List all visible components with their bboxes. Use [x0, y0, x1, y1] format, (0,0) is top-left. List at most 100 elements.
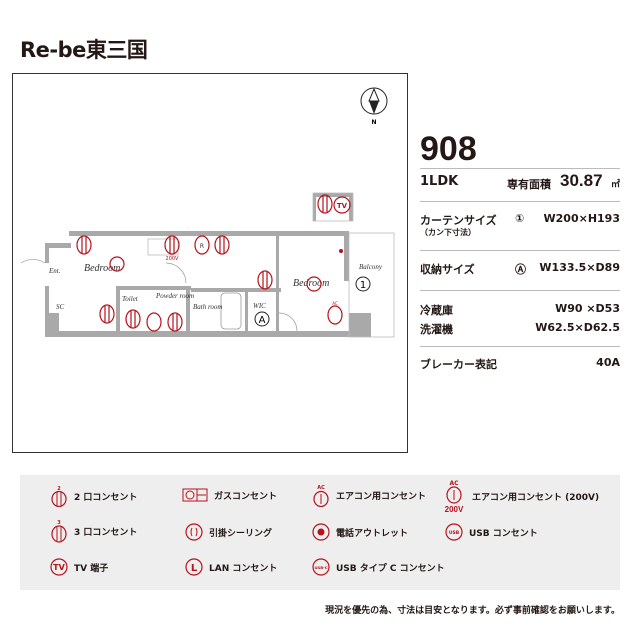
washer-label: 洗濯機 — [420, 323, 453, 336]
room-label-bath: Bath room — [193, 303, 223, 311]
area-value: 30.87 — [560, 171, 603, 190]
legend-label: 3 口コンセント — [74, 527, 138, 538]
curtain-mark-icon: 1 — [355, 276, 371, 292]
room-label-entrance: Ent. — [48, 267, 61, 275]
outlet-3-icon: 3 — [51, 520, 67, 543]
legend-item: AC エアコン用コンセント — [312, 483, 426, 507]
walls — [45, 193, 371, 337]
outlet-2-icon — [317, 194, 333, 214]
legend-item: USB USB コンセント — [445, 523, 538, 541]
breaker-value: 40A — [596, 356, 620, 369]
storage-mark: Ⓐ — [515, 263, 526, 276]
outlet-2-icon: 2 — [51, 486, 67, 507]
svg-text:TV: TV — [53, 563, 65, 572]
compass-icon: N — [360, 87, 388, 126]
ceiling-hook-icon — [109, 256, 322, 292]
fridge-label: 冷蔵庫 — [420, 304, 453, 317]
washer-value: W62.5×D62.5 — [535, 321, 620, 334]
legend-item: TV TV 端子 — [50, 558, 108, 576]
svg-text:USB-C: USB-C — [314, 565, 327, 570]
svg-text:AC: AC — [317, 485, 325, 491]
legend-item: 3 3 口コンセント — [50, 519, 137, 543]
svg-text:USB: USB — [449, 530, 460, 536]
storage-size-row: 収納サイズ Ⓐ W133.5×D89 — [420, 261, 620, 277]
curtain-size-value: W200×H193 — [543, 212, 620, 225]
divider — [420, 290, 620, 291]
curtain-size-row: カーテンサイズ ① W200×H193 （カン下寸法） — [420, 212, 620, 242]
divider — [420, 346, 620, 347]
200v-label: 200V — [166, 256, 180, 262]
divider — [420, 201, 620, 202]
phone-outlet-icon — [312, 523, 330, 541]
room-label-bedroom: Bedroom — [293, 278, 329, 289]
outlet-2-icon — [214, 235, 230, 255]
svg-text:L: L — [191, 563, 198, 574]
svg-text:2: 2 — [57, 486, 61, 492]
legend-item: USB-C USB タイプ C コンセント — [312, 558, 445, 576]
lan-outlet-icon: L — [185, 558, 203, 576]
storage-mark-icon: A — [254, 311, 270, 327]
svg-text:A: A — [259, 315, 266, 326]
legend-item: AC 200V エアコン用コンセント (200V) — [442, 478, 599, 514]
svg-text:AC: AC — [449, 480, 459, 487]
room-label-wic: WIC — [253, 302, 266, 310]
200v-label: 200V — [445, 505, 464, 514]
area-label: 専有面積 — [507, 178, 551, 191]
area-unit: ㎡ — [610, 180, 620, 190]
room-label-sc: SC — [56, 303, 65, 311]
gas-outlet-icon — [182, 488, 208, 502]
tv-terminal-icon — [333, 196, 351, 214]
fridge-value: W90 ×D53 — [555, 302, 620, 315]
tv-label: TV — [337, 202, 348, 210]
legend-label: TV 端子 — [74, 563, 109, 574]
outlet-2-icon — [125, 309, 141, 329]
breaker-row: ブレーカー表記 40A — [420, 356, 620, 372]
curtain-size-note: （カン下寸法） — [420, 228, 476, 237]
outlet-2-icon — [257, 270, 273, 290]
unit-type: 1LDK — [420, 174, 459, 189]
ac-outlet-200v-icon: AC 200V — [445, 480, 464, 514]
storage-size-value: W133.5×D89 — [539, 261, 620, 274]
page-title: Re-be東三国 — [20, 38, 148, 62]
floor-plan-frame: N Bedroom Bedroom Ent. SC Toilet Powder … — [12, 73, 408, 453]
legend-label: USB タイプ C コンセント — [336, 563, 445, 574]
appliance-rows: 冷蔵庫 W90 ×D53 洗濯機 W62.5×D62.5 — [420, 302, 620, 342]
legend-item: 2 2 口コンセント — [50, 485, 137, 507]
legend-label: 2 口コンセント — [74, 492, 138, 503]
legend-label: エアコン用コンセント (200V) — [472, 492, 600, 503]
divider — [420, 168, 620, 169]
room-label-balcony: Balcony — [359, 263, 383, 271]
ac-label: AC — [332, 301, 338, 306]
legend-label: 電話アウトレット — [336, 528, 409, 539]
room-number: 908 — [420, 130, 477, 168]
outlet-2-icon — [99, 304, 115, 324]
ac-outlet-icon: AC — [313, 485, 329, 507]
unit-summary: 1LDK 専有面積 30.87 ㎡ — [420, 171, 620, 196]
outlet-r-icon — [146, 235, 210, 332]
legend: 2 2 口コンセント ガスコンセント AC エアコン用コンセント AC 200V エアコ… — [20, 475, 620, 590]
outlet-2-icon — [76, 235, 92, 255]
storage-size-label: 収納サイズ — [420, 263, 475, 276]
ac-outlet-icon — [327, 305, 343, 325]
curtain-size-label: カーテンサイズ — [420, 214, 497, 227]
curtain-mark: ① — [515, 212, 525, 225]
legend-label: ガスコンセント — [214, 491, 278, 502]
outlets — [76, 194, 351, 332]
room-label-bedroom: Bedroom — [84, 263, 120, 274]
legend-label: USB コンセント — [469, 528, 538, 539]
footer-note: 現況を優先の為、寸法は目安となります。必ず事前確認をお願いします。 — [325, 606, 620, 616]
room-label-powder: Powder room — [155, 292, 194, 300]
usb-c-outlet-icon: USB-C — [312, 558, 330, 576]
ceiling-hook-icon — [185, 523, 203, 541]
tv-terminal-icon: TV — [50, 558, 68, 576]
divider — [420, 250, 620, 251]
legend-label: エアコン用コンセント — [336, 491, 427, 502]
usb-outlet-icon: USB — [445, 523, 463, 541]
legend-item: 電話アウトレット — [312, 523, 408, 541]
r-label: R — [200, 243, 204, 250]
phone-outlet-icon — [339, 249, 343, 253]
legend-item: ガスコンセント — [182, 488, 277, 502]
breaker-label: ブレーカー表記 — [420, 358, 497, 371]
floor-plan: N Bedroom Bedroom Ent. SC Toilet Powder … — [20, 87, 395, 338]
